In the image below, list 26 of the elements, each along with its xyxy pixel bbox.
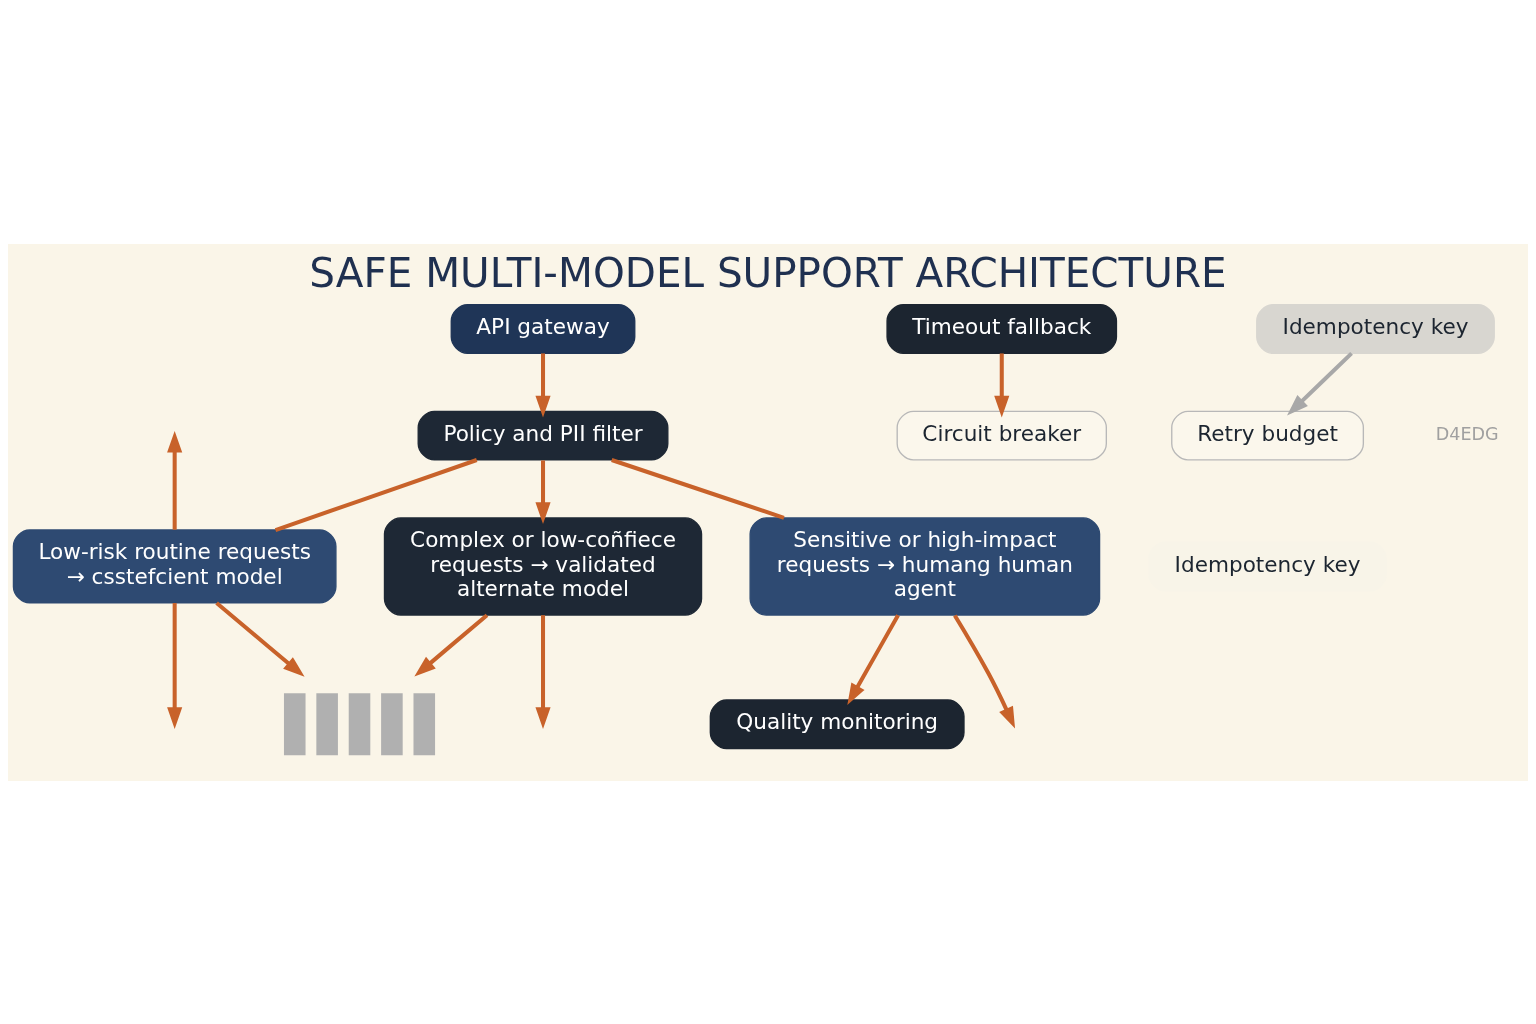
node-box: API gateway	[450, 303, 636, 354]
node-text: Idempotency key	[1174, 551, 1361, 577]
arrow	[994, 352, 1010, 417]
arrow	[215, 601, 305, 677]
node-box: Low-risk routine requests → csstefcient model	[12, 528, 337, 604]
arrow	[167, 602, 183, 729]
node-box: Timeout fallback	[886, 303, 1118, 354]
arrow	[953, 613, 1016, 728]
diagram-title: SAFE MULTI-MODEL SUPPORT ARCHITECTURE	[309, 248, 1227, 297]
node-box: Idempotency key	[1256, 303, 1495, 354]
connector	[611, 457, 785, 520]
node-box: Complex or low-coñfiece requests → validated alternate model	[383, 516, 703, 616]
label: D4EDG	[1435, 423, 1499, 444]
node-box: Sensitive or high-impact requests → humang human agent	[749, 516, 1101, 616]
arrow	[535, 459, 551, 524]
arrow	[1287, 351, 1353, 415]
connector	[274, 457, 478, 532]
node-box: Retry budget	[1171, 410, 1365, 461]
node-box: Quality monitoring	[709, 698, 965, 749]
arrow	[167, 430, 183, 530]
arrow	[847, 613, 900, 705]
arrow	[535, 614, 551, 729]
arrow	[535, 352, 551, 417]
node-box: Policy and PII filter	[417, 410, 669, 461]
arrow	[414, 613, 489, 677]
node-box: Circuit breaker	[896, 410, 1107, 461]
